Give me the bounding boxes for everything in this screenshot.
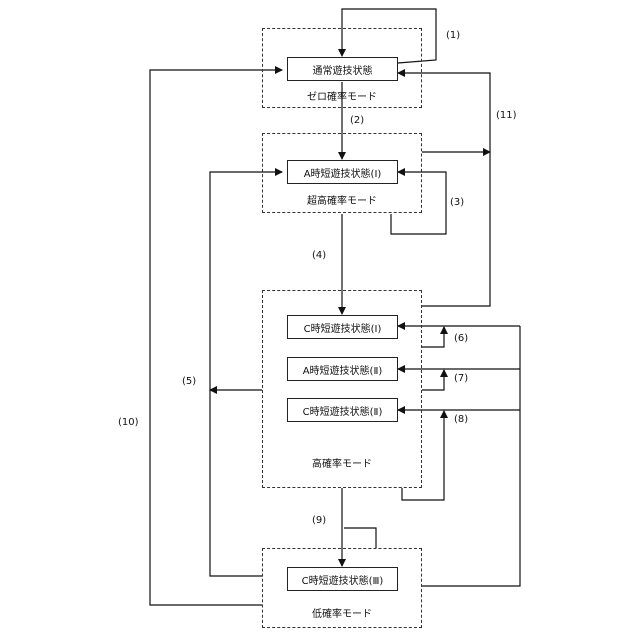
state-a1: A時短遊技状態(Ⅰ)	[287, 160, 398, 184]
transition-label-6: (6)	[454, 333, 468, 344]
high-prob-mode-label: 高確率モード	[312, 455, 372, 470]
state-a1-label: A時短遊技状態(Ⅰ)	[304, 165, 382, 180]
transition-label-3: (3)	[450, 197, 464, 208]
state-a2: A時短遊技状態(Ⅱ)	[287, 357, 398, 381]
transition-label-4: (4)	[312, 250, 326, 261]
state-c1-label: C時短遊技状態(Ⅰ)	[304, 320, 382, 335]
arrow-6	[422, 327, 444, 347]
super-high-prob-mode-label: 超高確率モード	[307, 192, 377, 207]
state-normal: 通常遊技状態	[287, 57, 398, 81]
low-prob-mode-label: 低確率モード	[312, 605, 372, 620]
zero-prob-mode-label: ゼロ確率モード	[307, 88, 377, 103]
transition-label-5: (5)	[182, 376, 196, 387]
transition-label-2: (2)	[350, 115, 364, 126]
arrow-7	[422, 370, 444, 390]
transition-label-9: (9)	[312, 515, 326, 526]
transition-label-8: (8)	[454, 414, 468, 425]
state-c3-label: C時短遊技状態(Ⅲ)	[302, 572, 384, 587]
state-c2-label: C時短遊技状態(Ⅱ)	[303, 403, 383, 418]
arrow-right-trunk	[422, 326, 520, 586]
state-c3: C時短遊技状態(Ⅲ)	[287, 567, 398, 591]
transition-label-7: (7)	[454, 373, 468, 384]
arrow-low-loop	[344, 528, 376, 548]
state-c2: C時短遊技状態(Ⅱ)	[287, 398, 398, 422]
transition-label-1: (1)	[446, 30, 460, 41]
state-normal-label: 通常遊技状態	[313, 62, 373, 77]
state-c1: C時短遊技状態(Ⅰ)	[287, 315, 398, 339]
transition-label-10: (10)	[118, 417, 139, 428]
transition-label-11: (11)	[496, 110, 517, 121]
state-a2-label: A時短遊技状態(Ⅱ)	[303, 362, 383, 377]
